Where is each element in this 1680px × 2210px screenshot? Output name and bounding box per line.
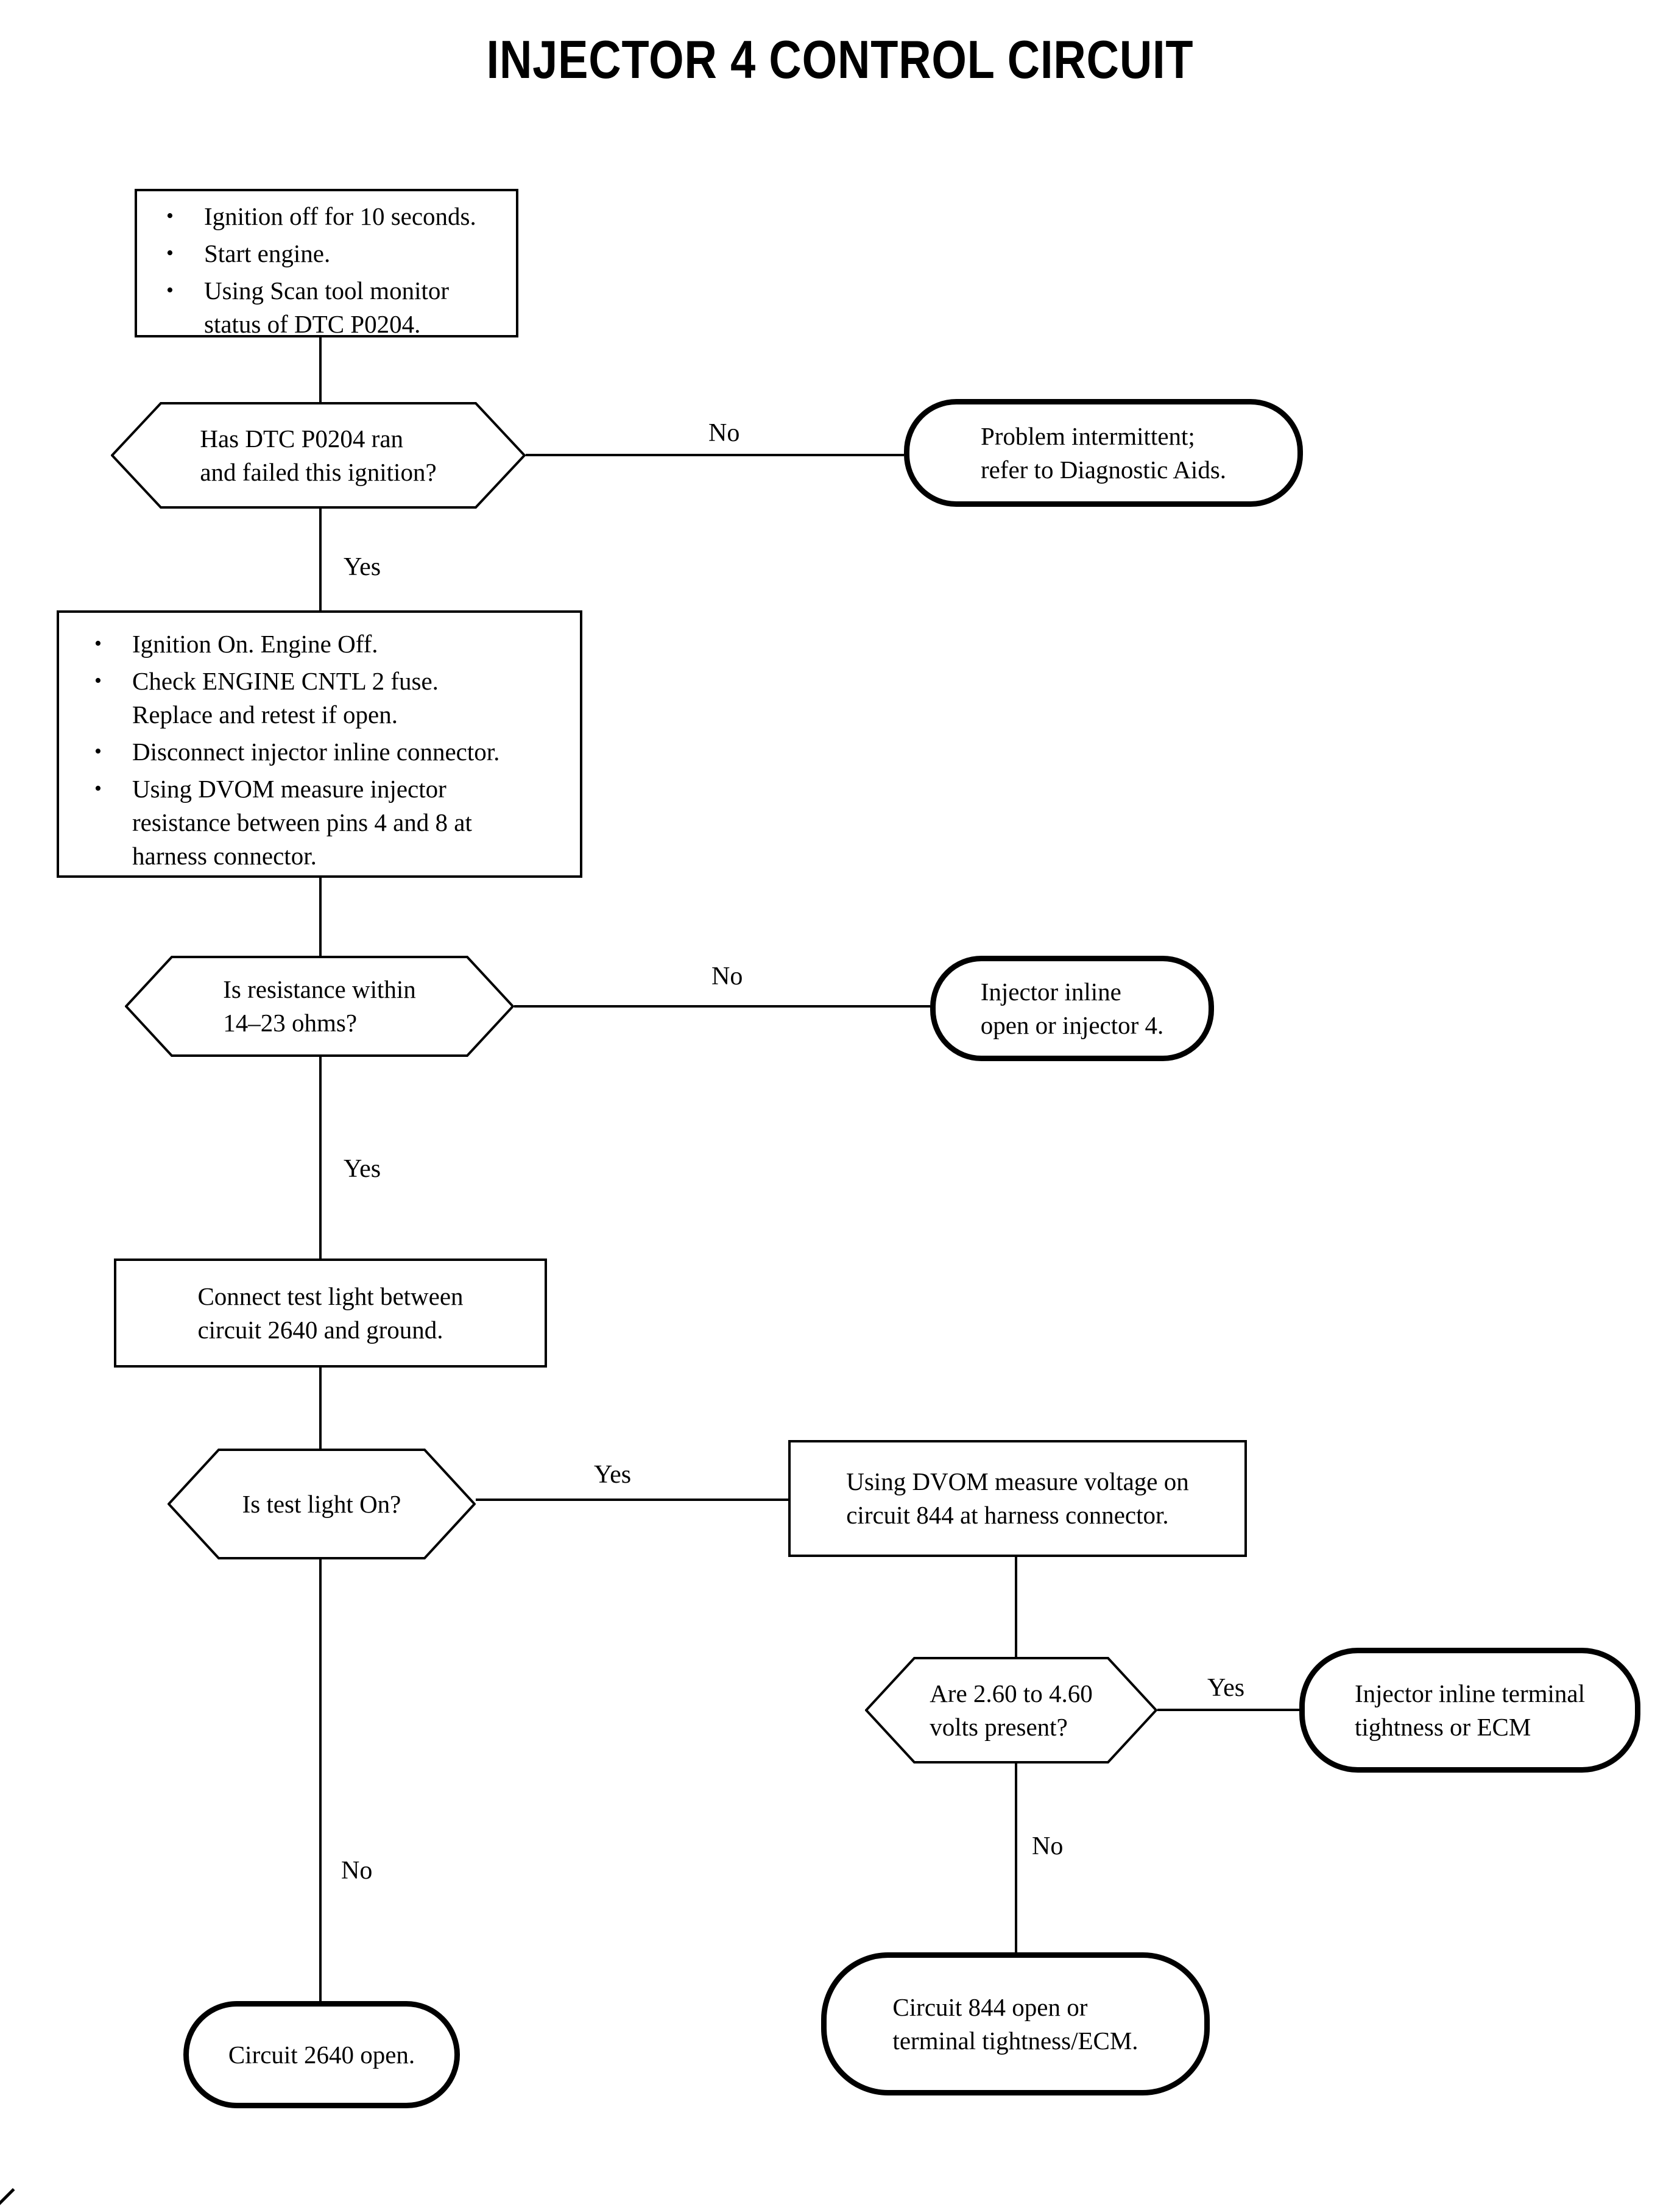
- bullet-icon: •: [94, 740, 102, 763]
- connector-start-to-dtc-question: [319, 336, 322, 403]
- edge-label-testlight-yes: Yes: [594, 1461, 632, 1489]
- bullet-text: Using Scan tool monitor status of DTC P0…: [204, 276, 450, 338]
- terminal-problem-intermittent: Problem intermittent; refer to Diagnosti…: [904, 399, 1303, 507]
- connector-resistance-no-line: [514, 1005, 930, 1008]
- injector-open-text: Injector inline open or injector 4.: [980, 977, 1164, 1039]
- decision-test-light: Is test light On?: [168, 1449, 476, 1559]
- hexagon-shape: [125, 956, 514, 1057]
- decision-resistance: Is resistance within 14–23 ohms?: [125, 956, 514, 1057]
- problem-intermittent-text: Problem intermittent; refer to Diagnosti…: [980, 422, 1227, 484]
- bullet-icon: •: [166, 205, 174, 227]
- measure-voltage-text: Using DVOM measure voltage on circuit 84…: [846, 1467, 1189, 1529]
- connector-testlight-no-line: [319, 1558, 322, 2002]
- page-corner-mark: [0, 2188, 15, 2206]
- connector-resistance-yes-line: [319, 1056, 322, 1260]
- test-light-question-text: Is test light On?: [242, 1489, 401, 1518]
- edge-label-volts-no: No: [1032, 1832, 1064, 1860]
- bullet-text: Check ENGINE CNTL 2 fuse. Replace and re…: [132, 666, 439, 729]
- bullet-icon: •: [94, 777, 102, 800]
- terminal-tightness-text: Injector inline terminal tightness or EC…: [1355, 1679, 1585, 1741]
- bullet-text: Start engine.: [204, 239, 331, 267]
- circuit-2640-text: Circuit 2640 open.: [228, 2040, 415, 2069]
- process-measure-voltage: Using DVOM measure voltage on circuit 84…: [788, 1440, 1247, 1557]
- terminal-circuit-2640-open: Circuit 2640 open.: [183, 2001, 460, 2108]
- process-connect-test-light: Connect test light between circuit 2640 …: [114, 1259, 547, 1368]
- circuit-844-text: Circuit 844 open or terminal tightness/E…: [892, 1993, 1138, 2055]
- bullet-item: • Disconnect injector inline connector.: [94, 735, 568, 769]
- decision-dtc-ran: Has DTC P0204 ran and failed this igniti…: [111, 402, 526, 509]
- resistance-question-text: Is resistance within 14–23 ohms?: [223, 975, 416, 1037]
- volts-question-text: Are 2.60 to 4.60 volts present?: [930, 1679, 1093, 1741]
- terminal-injector-open: Injector inline open or injector 4.: [930, 956, 1214, 1061]
- process-start-steps: • Ignition off for 10 seconds. • Start engi…: [135, 189, 518, 338]
- connector-voltage-box-to-question: [1015, 1556, 1017, 1658]
- bullet-text: Ignition On. Engine Off.: [132, 630, 378, 658]
- connect-test-light-text: Connect test light between circuit 2640 …: [197, 1282, 464, 1344]
- connector-volts-no-line: [1015, 1762, 1017, 1954]
- bullet-text: Disconnect injector inline connector.: [132, 737, 500, 766]
- bullet-item: • Check ENGINE CNTL 2 fuse. Replace and r…: [94, 665, 568, 732]
- edge-label-resistance-no: No: [711, 962, 743, 990]
- connector-testlight-box-to-question: [319, 1366, 322, 1462]
- check-steps-list: • Ignition On. Engine Off. • Check ENGINE C…: [59, 613, 580, 873]
- bullet-icon: •: [94, 632, 102, 655]
- decision-volts: Are 2.60 to 4.60 volts present?: [865, 1657, 1157, 1763]
- edge-label-dtc-yes: Yes: [344, 553, 381, 581]
- connector-check-to-resistance-question: [319, 877, 322, 957]
- bullet-text: Using DVOM measure injector resistance b…: [132, 774, 472, 870]
- bullet-text: Ignition off for 10 seconds.: [204, 202, 476, 230]
- start-steps-list: • Ignition off for 10 seconds. • Start engi…: [137, 191, 516, 341]
- connector-volts-yes-line: [1157, 1709, 1299, 1711]
- bullet-item: • Using Scan tool monitor status of DTC P…: [166, 274, 504, 341]
- process-check-steps: • Ignition On. Engine Off. • Check ENGINE C…: [57, 610, 582, 878]
- connector-dtc-yes-line: [319, 507, 322, 612]
- edge-label-resistance-yes: Yes: [344, 1155, 381, 1183]
- terminal-circuit-844-open: Circuit 844 open or terminal tightness/E…: [821, 1952, 1210, 2095]
- terminal-terminal-tightness: Injector inline terminal tightness or EC…: [1299, 1648, 1640, 1773]
- hexagon-shape: [865, 1657, 1157, 1763]
- hexagon-shape: [168, 1449, 476, 1559]
- connector-dtc-no-line: [526, 454, 904, 456]
- bullet-item: • Using DVOM measure injector resistance …: [94, 772, 568, 873]
- bullet-icon: •: [166, 278, 174, 302]
- bullet-icon: •: [166, 241, 174, 264]
- edge-label-dtc-no: No: [708, 419, 740, 447]
- dtc-question-text: Has DTC P0204 ran and failed this igniti…: [200, 424, 437, 486]
- bullet-icon: •: [94, 669, 102, 692]
- bullet-item: • Ignition On. Engine Off.: [94, 627, 568, 661]
- bullet-item: • Ignition off for 10 seconds.: [166, 200, 504, 233]
- page-title: INJECTOR 4 CONTROL CIRCUIT: [486, 29, 1194, 90]
- connector-testlight-yes-line: [476, 1499, 788, 1501]
- bullet-item: • Start engine.: [166, 237, 504, 270]
- edge-label-testlight-no: No: [341, 1857, 373, 1885]
- edge-label-volts-yes: Yes: [1207, 1674, 1245, 1702]
- hexagon-shape: [111, 402, 526, 509]
